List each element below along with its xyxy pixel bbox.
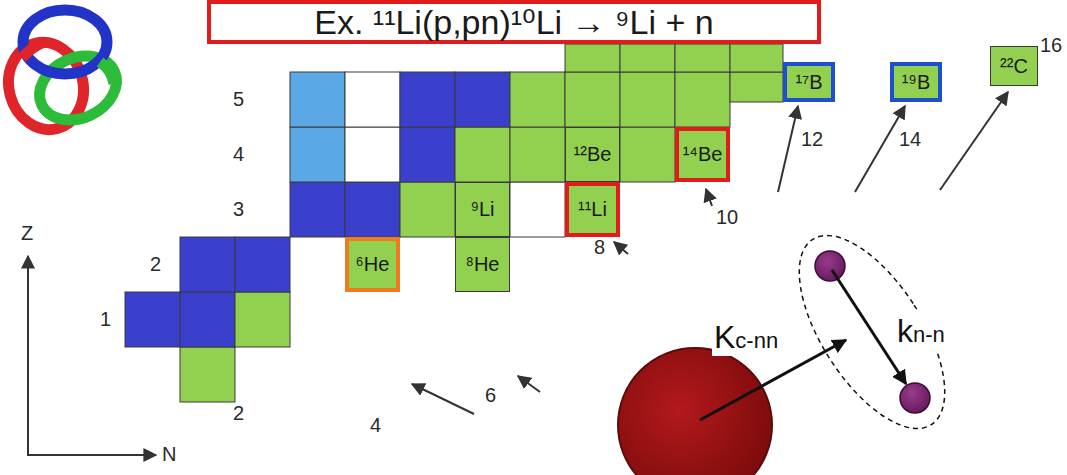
row-number: 4	[233, 143, 244, 166]
cell	[290, 127, 345, 182]
reaction-equation: Ex. ¹¹Li(p,pn)¹⁰Li → ⁹Li + n	[314, 2, 713, 42]
cell	[620, 127, 675, 182]
nuclide-label: ¹²Be	[574, 143, 612, 166]
axis-label: Z	[21, 222, 33, 245]
pointer-arrow	[518, 376, 540, 392]
cell	[510, 72, 565, 127]
cell	[400, 127, 455, 182]
cell	[235, 237, 290, 292]
neutron	[815, 251, 845, 281]
cell	[180, 347, 235, 402]
nuclide-cell: ¹⁴Be	[675, 127, 730, 182]
nuclide-label: ⁶He	[356, 253, 390, 276]
nuclide-label: ¹⁹B	[902, 71, 931, 94]
cell	[345, 182, 400, 237]
dineutron-envelope	[771, 212, 974, 451]
borromean-rings	[0, 10, 127, 138]
nuclide-cell: ¹⁹B	[890, 62, 942, 102]
column-number: 4	[370, 414, 381, 437]
core-nucleus	[618, 348, 772, 475]
vector-label: Kc-nn	[712, 318, 780, 356]
nuclide-label: ⁹Li	[470, 198, 494, 221]
cell	[235, 292, 290, 347]
cell	[400, 72, 455, 127]
nuclide-label: ¹¹Li	[578, 198, 607, 221]
column-number: 16	[1040, 34, 1062, 57]
nuclide-cell: ¹²Be	[565, 127, 620, 182]
cell	[455, 127, 510, 182]
cell	[510, 182, 565, 237]
neutron	[900, 383, 930, 413]
z-axis	[27, 256, 29, 456]
red-ring-overlap	[22, 42, 44, 58]
cell	[510, 127, 565, 182]
pointer-arrow	[706, 189, 712, 206]
cell	[400, 182, 455, 237]
cell	[455, 72, 510, 127]
nuclide-cell: ⁸He	[455, 237, 510, 292]
pointer-arrow	[855, 106, 905, 192]
row-number: 1	[100, 308, 111, 331]
cell	[290, 72, 345, 127]
cell	[565, 44, 620, 72]
cell	[345, 127, 400, 182]
column-number: 2	[233, 402, 244, 425]
cell	[345, 72, 400, 127]
column-number: 10	[716, 206, 738, 229]
row-number: 3	[233, 198, 244, 221]
nuclide-label: ⁸He	[465, 253, 499, 276]
n-axis	[27, 454, 156, 456]
nuclide-cell: ²²C	[990, 46, 1038, 86]
nuclide-label: ¹⁷B	[795, 71, 822, 94]
cell	[180, 292, 235, 347]
nuclide-cell: ¹¹Li	[565, 182, 620, 237]
cell	[620, 44, 675, 72]
row-number: 5	[233, 88, 244, 111]
pointer-arrow	[412, 384, 474, 414]
cell	[290, 182, 345, 237]
blue-ring	[23, 10, 107, 74]
nuclide-cell: ⁶He	[345, 237, 400, 292]
title-box: Ex. ¹¹Li(p,pn)¹⁰Li → ⁹Li + n	[207, 0, 821, 44]
column-number: 12	[801, 128, 823, 151]
cell	[730, 72, 783, 102]
cell	[180, 237, 235, 292]
pointer-arrow	[940, 92, 1008, 190]
axis-label: N	[162, 443, 176, 466]
green-ring	[29, 44, 127, 132]
pointer-arrow	[614, 242, 628, 254]
green-ring-overlap	[100, 62, 114, 84]
cell	[125, 292, 180, 347]
column-number: 6	[485, 384, 496, 407]
cell	[565, 72, 620, 127]
nuclide-label: ¹⁴Be	[683, 143, 723, 166]
nuclide-cell: ⁹Li	[455, 182, 510, 237]
column-number: 8	[594, 236, 605, 259]
cell	[730, 44, 783, 72]
column-number: 14	[899, 128, 921, 151]
cell	[675, 72, 730, 127]
nuclide-label: ²²C	[1000, 55, 1028, 78]
cell	[620, 72, 675, 127]
cell	[675, 44, 730, 72]
nuclide-cell: ¹⁷B	[783, 62, 835, 102]
row-number: 2	[150, 253, 161, 276]
vector-label: kn-n	[895, 312, 947, 350]
pointer-arrow	[778, 106, 798, 192]
